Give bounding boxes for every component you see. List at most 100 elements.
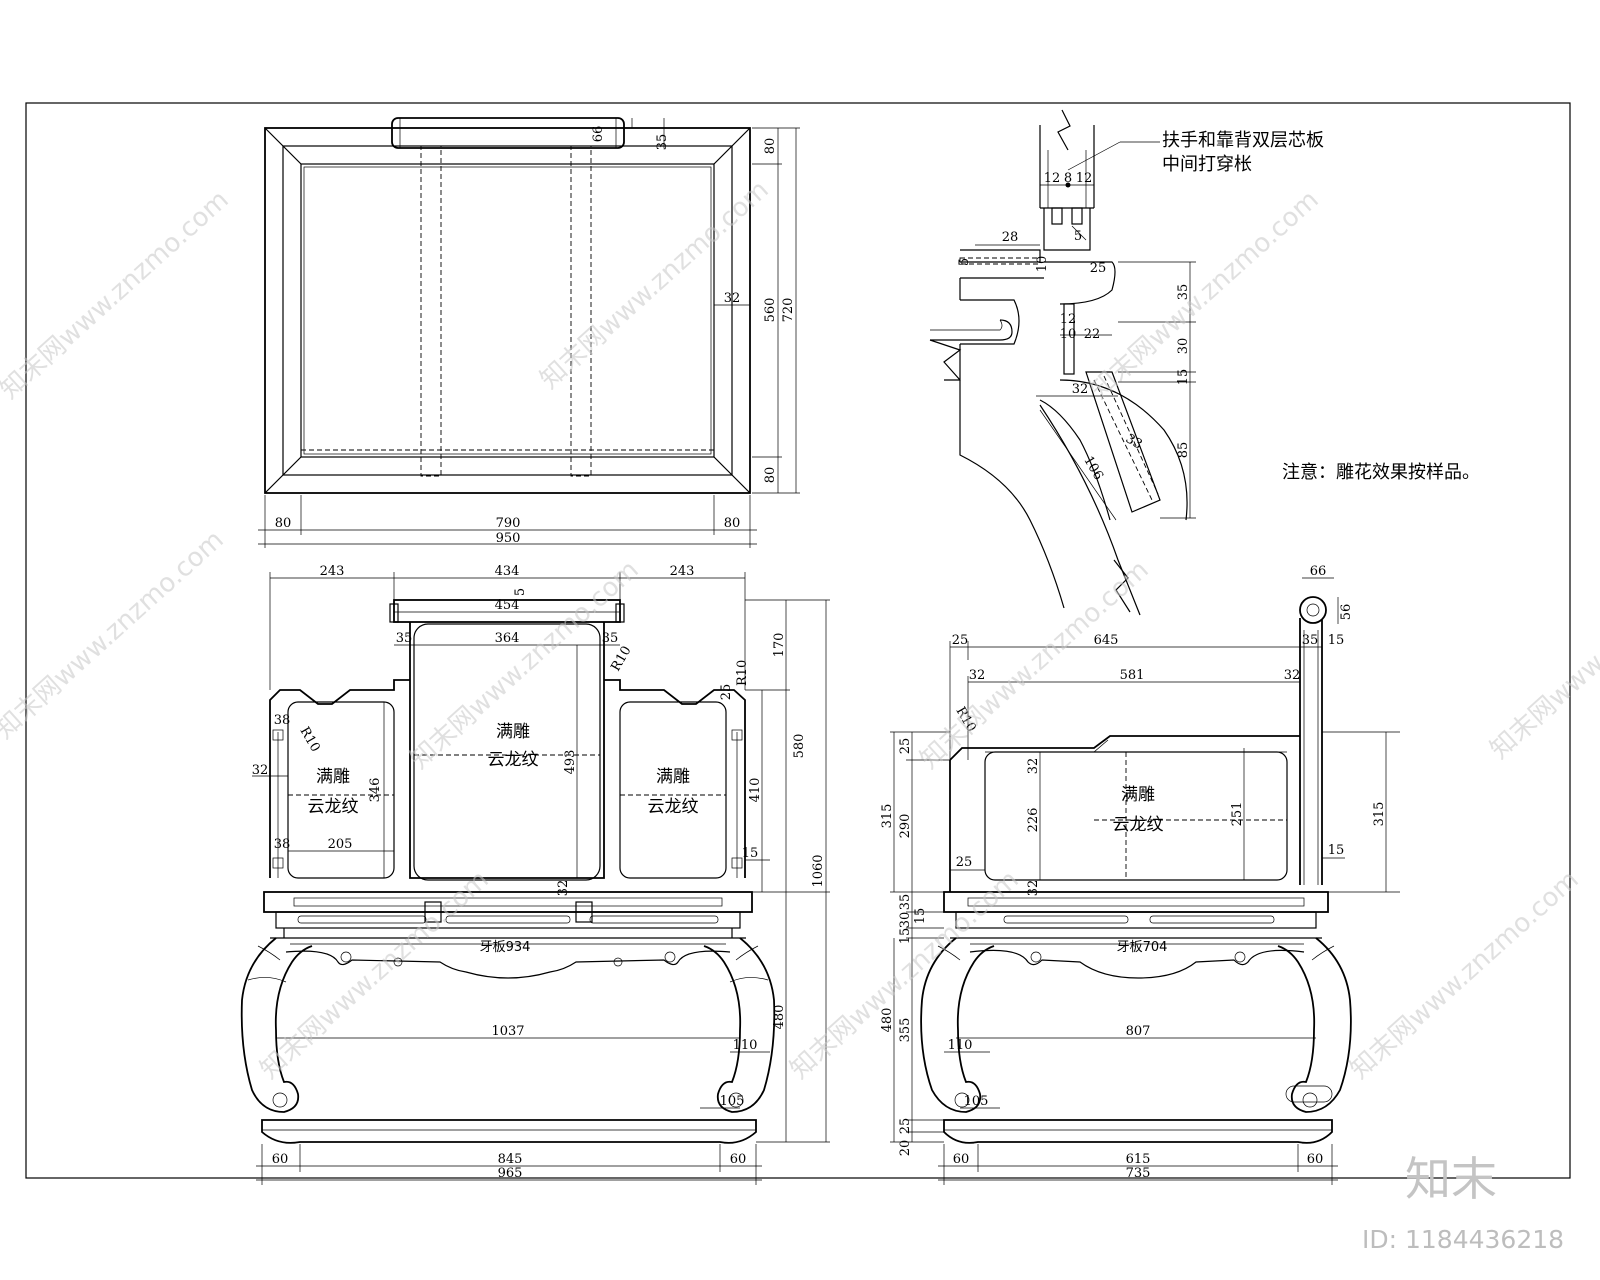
front-right-15: 15 [742,846,759,861]
detail-10-b: 10 [1060,327,1077,342]
front-leg-105: 105 [720,1094,745,1109]
detail-12: 12 [1060,312,1077,327]
front-left-width-205: 205 [328,837,353,852]
top-view-width-80-left: 80 [275,516,292,531]
detail-10-a: 10 [1035,256,1050,273]
top-view-height-560: 560 [763,298,778,323]
top-view-roll-66: 66 [591,126,606,143]
watermark: 知末网www.znzmo.com [0,185,235,405]
side-bottom-615: 615 [1126,1152,1151,1167]
front-right-25: 25 [719,684,734,701]
front-height-580: 580 [792,734,807,759]
detail-top-12-left: 12 [1044,171,1061,186]
side-leg-right [1277,937,1352,1113]
detail-25: 25 [1090,261,1107,276]
top-view-width-790: 790 [496,516,521,531]
side-panel-251: 251 [1230,802,1245,827]
side-panel-25: 25 [956,855,973,870]
front-bottom-60-left: 60 [272,1152,289,1167]
front-top-span-left: 243 [320,564,345,579]
side-leg-105: 105 [964,1094,989,1109]
brand-logo: 知末 [1405,1152,1497,1206]
front-base-rail [261,1119,757,1144]
side-inner-width: 807 [1126,1024,1151,1039]
front-center-32: 32 [556,880,571,897]
side-panel-226: 226 [1026,808,1041,833]
side-left-30: 30 [898,912,913,929]
sheet-border [25,102,1571,1179]
front-height-410: 410 [748,778,763,803]
detail-top-8: 8 [1064,171,1072,186]
side-left-290: 290 [898,814,913,839]
watermarks: 知末网www.znzmo.com 知末网www.znzmo.com 知末网www… [0,175,1600,1085]
side-left-35: 35 [898,894,913,911]
side-left-25-bottom: 25 [898,1118,913,1135]
watermark: 知末网www.znzmo.com [0,525,230,745]
front-carving-right-line1: 满雕 [656,767,690,787]
side-roll-66: 66 [1310,564,1327,579]
top-view-width-80-right: 80 [724,516,741,531]
front-apron-label: 牙板934 [480,940,531,955]
front-seat-rail [263,891,753,913]
side-total-width: 735 [1126,1166,1151,1181]
top-view-stretcher-right [570,145,592,477]
detail-28: 28 [1002,230,1019,245]
detail-right-35: 35 [1176,284,1191,301]
front-leg-right [703,937,776,1113]
side-panel-32-bottom: 32 [1026,880,1041,897]
front-bottom-845: 845 [498,1152,523,1167]
side-leg-left [920,937,995,1113]
watermark: 知末网www.znzmo.com [1485,545,1600,765]
top-view-height-80-top: 80 [763,138,778,155]
side-left-480: 480 [880,1008,895,1033]
front-height-1060: 1060 [811,854,826,887]
detail-note-line1: 扶手和靠背双层芯板 [1162,130,1324,151]
top-view-height-80-bottom: 80 [763,467,778,484]
front-right-radius-a: R10 [608,644,634,674]
front-inner-width: 1037 [491,1024,524,1039]
side-top-645: 645 [1094,633,1119,648]
side-carving-line1: 满雕 [1121,785,1155,805]
side-inner-32-right: 32 [1284,668,1301,683]
front-center-35-right: 35 [602,631,619,646]
front-carving-center-line2: 云龙纹 [488,750,539,770]
top-view-frame-32: 32 [724,291,741,306]
side-left-315: 315 [880,804,895,829]
front-center-panel [413,623,601,881]
detail-right-30: 30 [1176,338,1191,355]
top-view-outer-frame [264,127,751,494]
joint-detail: 12 8 12 扶手和靠背双层芯板 中间打穿枨 28 5 10 25 5 12 … [929,109,1324,616]
top-view: 80 560 80 720 66 35 32 80 790 80 950 [258,117,800,548]
front-total-width: 965 [498,1166,523,1181]
side-left-15-b: 15 [898,928,913,945]
side-right-15: 15 [1328,843,1345,858]
detail-5-a: 5 [957,258,972,266]
side-bottom-60-left: 60 [953,1152,970,1167]
detail-106: 106 [1080,454,1105,483]
front-right-radius-b: R10 [735,660,750,686]
side-inner-32-left: 32 [969,668,986,683]
watermark: 知末网www.znzmo.com [915,555,1155,775]
front-left-panel [287,701,395,879]
top-view-stretcher-left [420,145,442,477]
side-roll-56: 56 [1339,604,1354,621]
front-center-height-493: 493 [563,750,578,775]
side-carving-line2: 云龙纹 [1113,815,1164,835]
front-view: 243 434 243 5 454 35 364 35 493 满雕 云龙纹 3… [240,564,830,1185]
side-panel-32-top: 32 [1026,758,1041,775]
front-leg-left [240,937,313,1113]
detail-32: 32 [1072,382,1089,397]
front-crest-width: 454 [495,598,520,613]
detail-33: 33 [1123,431,1145,452]
side-top-25: 25 [952,633,969,648]
side-apron [969,949,1305,979]
image-id: ID: 1184436218 [1362,1225,1564,1254]
side-left-25-top: 25 [898,738,913,755]
top-view-total-width: 950 [496,531,521,546]
front-left-38-top: 38 [274,713,291,728]
front-leg-110: 110 [733,1038,758,1053]
front-left-height-346: 346 [368,778,383,803]
front-carving-center-line1: 满雕 [496,722,530,742]
watermark: 知末网www.znzmo.com [1085,185,1325,405]
side-left-355: 355 [898,1018,913,1043]
